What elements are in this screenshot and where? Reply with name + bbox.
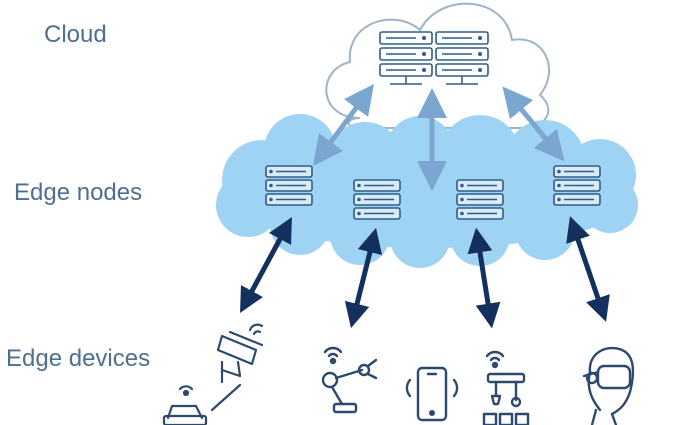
edge-node-server-icon — [553, 165, 601, 206]
cloud-edge-arrow — [502, 86, 565, 162]
robot-arm-icon — [321, 346, 378, 414]
edge-nodes-tier-label: Edge nodes — [14, 179, 143, 206]
vr-headset-icon — [582, 346, 635, 425]
assembly-robot-icon — [482, 350, 530, 425]
smartphone-icon — [405, 366, 459, 422]
edge-device-arrow — [240, 217, 292, 313]
cloud-edge-arrow — [313, 83, 374, 167]
cloud-server-icon — [379, 31, 433, 85]
edge-device-arrow — [344, 227, 383, 329]
edge-node-server-icon — [353, 179, 401, 220]
edge-node-server-icon — [265, 165, 313, 206]
edge-device-arrow — [467, 227, 501, 329]
camera-and-car-icon — [162, 323, 264, 425]
edge-device-arrow — [566, 216, 610, 322]
cloud-server-icon — [435, 31, 489, 85]
cloud-tier-label: Cloud — [44, 21, 107, 48]
edge-node-server-icon — [456, 179, 504, 220]
edge-devices-tier-label: Edge devices — [6, 345, 151, 372]
